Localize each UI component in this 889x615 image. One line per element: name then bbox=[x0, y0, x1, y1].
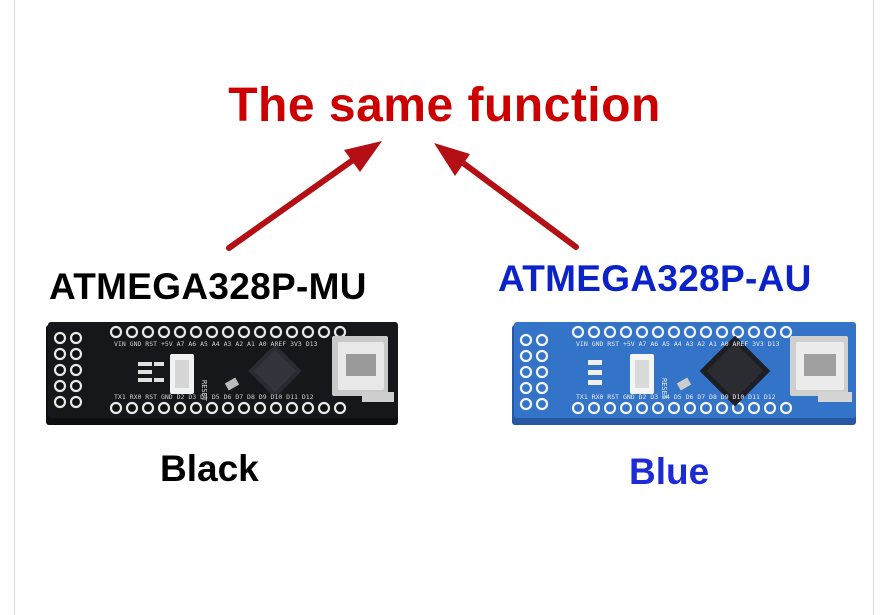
svg-text:RESET: RESET bbox=[200, 380, 208, 402]
right-arrow bbox=[434, 143, 579, 250]
black-color-label: Black bbox=[160, 448, 259, 489]
black-nano-board: RESET VIN GND RST +5V A7 A6 A5 A4 A3 A2 … bbox=[46, 322, 398, 425]
svg-text:RESET: RESET bbox=[660, 378, 668, 400]
page-title: The same function bbox=[228, 79, 661, 132]
left-edge-line bbox=[14, 0, 15, 615]
left-arrow bbox=[226, 141, 382, 251]
blue-color-label: Blue bbox=[629, 451, 710, 492]
right-edge-line bbox=[873, 0, 874, 615]
left-chip-label: ATMEGA328P-MU bbox=[49, 266, 367, 307]
right-chip-label: ATMEGA328P-AU bbox=[498, 258, 812, 299]
svg-text:VIN GND RST +5V A7 A6 A5 A4 A3: VIN GND RST +5V A7 A6 A5 A4 A3 A2 A1 A0 … bbox=[576, 340, 780, 348]
svg-text:VIN GND RST +5V A7 A6 A5 A4 A3: VIN GND RST +5V A7 A6 A5 A4 A3 A2 A1 A0 … bbox=[114, 340, 318, 348]
svg-text:TX1 RX0 RST GND D2 D3 D4 D5 D6: TX1 RX0 RST GND D2 D3 D4 D5 D6 D7 D8 D9 … bbox=[114, 393, 314, 401]
blue-nano-board: RESET VIN GND RST +5V A7 A6 A5 A4 A3 A2 … bbox=[512, 322, 856, 425]
svg-text:TX1 RX0 RST GND D2 D3 D4 D5 D6: TX1 RX0 RST GND D2 D3 D4 D5 D6 D7 D8 D9 … bbox=[576, 393, 776, 401]
